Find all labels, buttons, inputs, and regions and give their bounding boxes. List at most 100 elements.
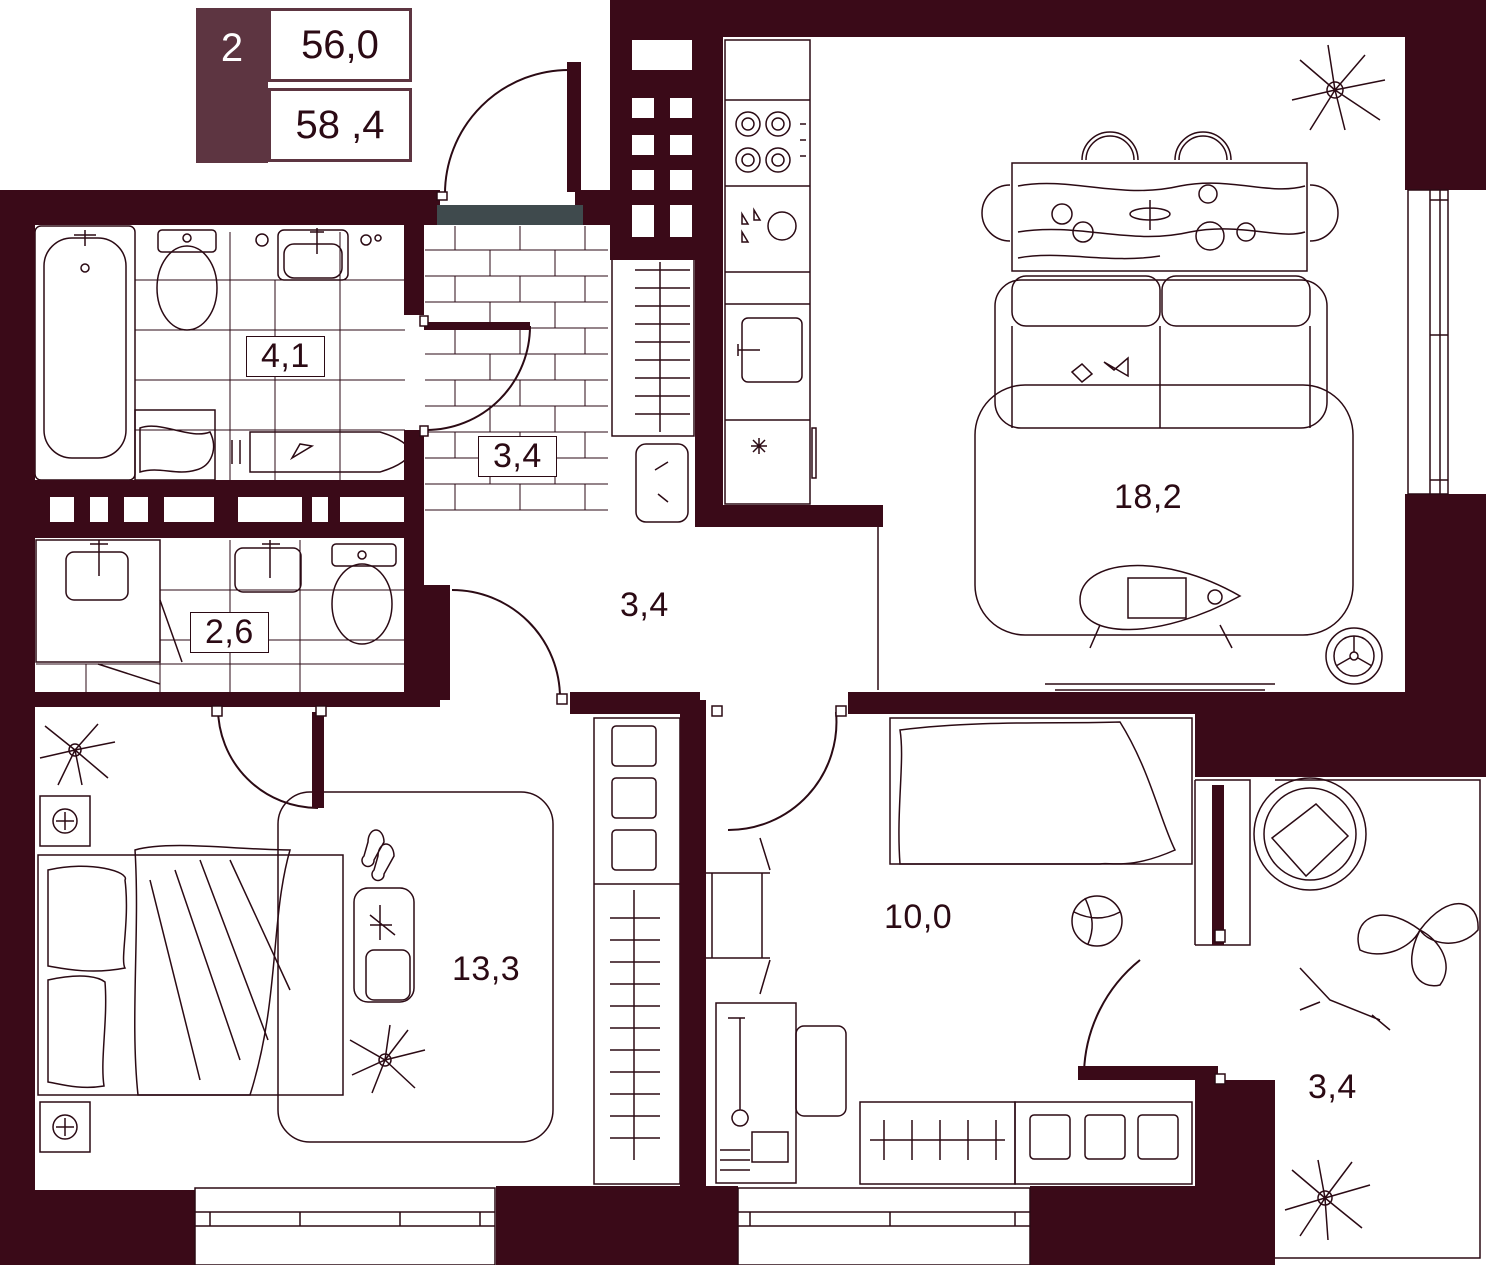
armchair-icon: [353, 887, 415, 1003]
wall: [35, 692, 440, 707]
wall-gap: [238, 497, 302, 522]
wall-gap: [50, 497, 74, 522]
bedroom-door-swing: [451, 589, 561, 699]
wall-gap: [340, 497, 404, 522]
tv-stand-icon: [1045, 683, 1275, 691]
balcony-outline: [1275, 779, 1481, 1259]
ladder-icon: [705, 837, 771, 995]
toilet-icon: [156, 229, 218, 331]
slippers-icon: [361, 829, 395, 882]
wall-gap: [124, 497, 148, 522]
wall: [404, 430, 424, 700]
wall: [610, 0, 1486, 37]
plant-icon: [1284, 1159, 1371, 1241]
pillow-icon: [635, 443, 689, 523]
wall-gap: [632, 40, 692, 70]
bed-icon: [37, 844, 344, 1096]
wardrobe-icon: [593, 717, 681, 1185]
wall: [1405, 0, 1486, 190]
bathtub-icon: [34, 225, 136, 481]
wardrobe-icon: [859, 1101, 1193, 1185]
wall: [424, 585, 450, 700]
wall: [695, 37, 723, 527]
wall-gap: [90, 497, 108, 522]
wall: [404, 190, 424, 315]
wall-gap: [632, 205, 654, 237]
bathroom-area-label: 4,1: [246, 336, 325, 377]
area-with-balcony: 58 ,4: [268, 88, 412, 162]
shoe-rack-icon: [611, 257, 695, 437]
wall: [680, 700, 706, 1265]
wall-gap: [632, 170, 654, 190]
wall: [1195, 1080, 1275, 1265]
entry-corridor-area-label: 3,4: [478, 436, 557, 477]
balcony-door-swing: [1083, 959, 1141, 1073]
wall: [1078, 1066, 1218, 1080]
coffee-table-icon: [1079, 564, 1242, 649]
desk-icon: [715, 1002, 847, 1184]
socket-icon: [39, 795, 91, 847]
toilet-icon: [331, 543, 397, 645]
plant-icon: [1291, 44, 1386, 131]
entrance-door-swing: [443, 68, 573, 197]
bottle-icon: [255, 233, 269, 247]
wall-gap: [632, 135, 654, 155]
ironing-board-icon: [231, 431, 411, 473]
wall-gap: [312, 497, 328, 522]
scooter-icon: [1299, 967, 1391, 1031]
wall: [695, 505, 883, 527]
washing-machine-icon: [134, 409, 216, 481]
wall: [567, 62, 581, 192]
total-area: 56,0: [268, 8, 412, 82]
wall-gap: [670, 135, 692, 155]
wall-gap: [164, 497, 214, 522]
apartment-summary: 2 56,0 58 ,4: [196, 8, 412, 163]
chair-icon: [981, 131, 1339, 242]
gamepad-icon: [1070, 356, 1129, 384]
wall: [1030, 1186, 1198, 1265]
bed-icon: [889, 717, 1193, 865]
sink-icon: [277, 228, 349, 281]
bedroom-area-label: 13,3: [452, 950, 521, 988]
rug-icon: [974, 384, 1354, 636]
shower-icon: [35, 539, 183, 685]
windows: [194, 189, 1449, 1265]
bottle-icon: [374, 234, 382, 242]
wall: [1195, 692, 1486, 777]
balcony-area-label: 3,4: [1308, 1068, 1357, 1106]
door-hinges: [211, 191, 1226, 1085]
wall: [1212, 785, 1224, 945]
wall: [424, 322, 530, 330]
sink-icon: [234, 540, 302, 593]
wall-gap: [632, 98, 654, 118]
children-room-area-label: 10,0: [884, 898, 953, 936]
rooms-count: 2: [196, 8, 268, 163]
window: [1407, 189, 1449, 495]
wall: [0, 1190, 195, 1265]
plant-icon: [349, 1024, 426, 1094]
furniture-lines: [34, 39, 1481, 1259]
wc-door-swing: [217, 707, 319, 809]
ball-icon: [1071, 895, 1123, 947]
rug-icon: [277, 791, 554, 1143]
bottle-icon: [360, 234, 372, 246]
socket-icon: [39, 1101, 91, 1153]
hall-area-label: 3,4: [620, 586, 669, 624]
wall: [0, 190, 440, 225]
wall: [570, 692, 700, 714]
entrance-threshold: [437, 205, 583, 225]
wall-gap: [670, 98, 692, 118]
wall: [0, 190, 35, 1265]
robot-vacuum-icon: [1325, 627, 1383, 685]
wc-area-label: 2,6: [190, 612, 269, 653]
sofa-icon: [994, 275, 1328, 429]
wall-openings: [50, 40, 692, 522]
children-door-swing: [727, 711, 838, 832]
plant-icon: [1357, 902, 1479, 987]
bathroom-door-swing: [425, 325, 531, 431]
plant-icon: [39, 723, 116, 786]
dining-table-icon: [1011, 162, 1308, 272]
kitchen-counter-icon: [724, 39, 817, 505]
wall: [312, 712, 324, 808]
